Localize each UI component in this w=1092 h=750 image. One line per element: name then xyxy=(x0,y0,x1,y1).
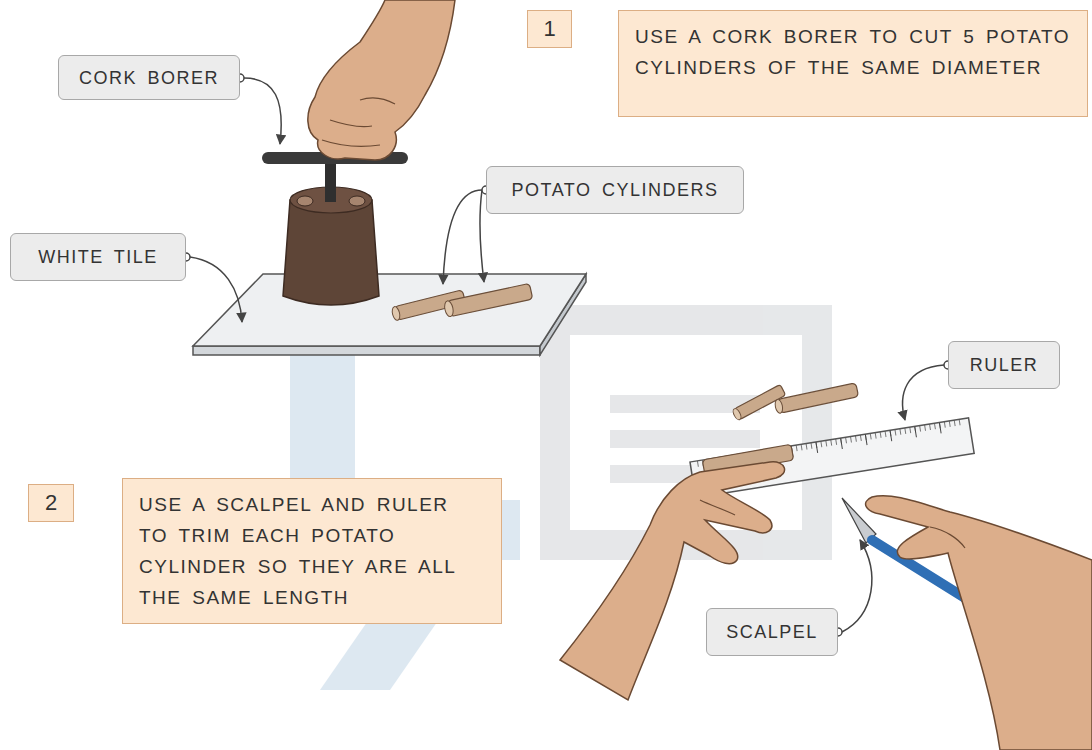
cork-borer xyxy=(325,158,336,202)
label-text: CORK BORER xyxy=(79,67,219,89)
potato-cylinder xyxy=(391,283,533,321)
part-label: RULER xyxy=(948,341,1060,389)
callout-number: 1 xyxy=(527,10,572,48)
potato-cylinder xyxy=(443,283,532,317)
instruction-text: USE A SCALPEL AND RULER TO TRIM EACH POT… xyxy=(139,489,485,613)
callout-number: 2 xyxy=(45,490,57,516)
leader-line xyxy=(903,365,944,420)
leader-line xyxy=(480,190,484,282)
callout-number: 2 xyxy=(28,484,74,522)
potato-cylinder xyxy=(774,383,859,414)
potato-cylinder xyxy=(447,283,532,316)
hand xyxy=(308,0,455,160)
hand xyxy=(866,496,1092,750)
hand xyxy=(330,120,372,127)
label-text: SCALPEL xyxy=(726,621,818,643)
potato-cylinder xyxy=(732,383,859,421)
label-text: POTATO CYLINDERS xyxy=(511,179,718,201)
part-label: POTATO CYLINDERS xyxy=(486,166,744,214)
potato-cylinder xyxy=(774,399,784,414)
leader-line xyxy=(190,257,242,322)
label-text: WHITE TILE xyxy=(38,246,158,268)
potato xyxy=(283,187,379,305)
white-tile xyxy=(193,274,586,346)
white-tile xyxy=(193,346,540,355)
callout-number: 1 xyxy=(543,16,555,42)
potato-cylinder xyxy=(443,300,454,317)
hand xyxy=(700,500,735,515)
potato-cylinder xyxy=(732,384,786,420)
hand xyxy=(930,527,965,548)
potato xyxy=(349,196,365,206)
potato-cylinder xyxy=(734,384,786,419)
hand xyxy=(360,98,395,104)
part-label: WHITE TILE xyxy=(10,233,186,281)
watermark xyxy=(610,430,760,448)
potato xyxy=(297,196,313,206)
leader-line xyxy=(842,540,872,632)
leader-line xyxy=(443,190,482,284)
part-label: SCALPEL xyxy=(706,608,838,656)
part-label: CORK BORER xyxy=(58,55,240,100)
label-text: RULER xyxy=(970,354,1039,376)
white-tile xyxy=(193,274,586,355)
leader-line xyxy=(244,78,281,144)
potato-cylinder xyxy=(732,408,743,421)
hand xyxy=(322,140,380,146)
potato-cylinder xyxy=(777,383,858,413)
hand xyxy=(560,462,785,700)
hand xyxy=(560,462,785,700)
instruction-box: USE A CORK BORER TO CUT 5 POTATO CYLINDE… xyxy=(618,10,1088,117)
hand xyxy=(866,496,1092,750)
instruction-box: USE A SCALPEL AND RULER TO TRIM EACH POT… xyxy=(122,478,502,624)
hand xyxy=(308,0,455,160)
potato-cylinder xyxy=(391,306,401,321)
instruction-text: USE A CORK BORER TO CUT 5 POTATO CYLINDE… xyxy=(635,21,1071,83)
